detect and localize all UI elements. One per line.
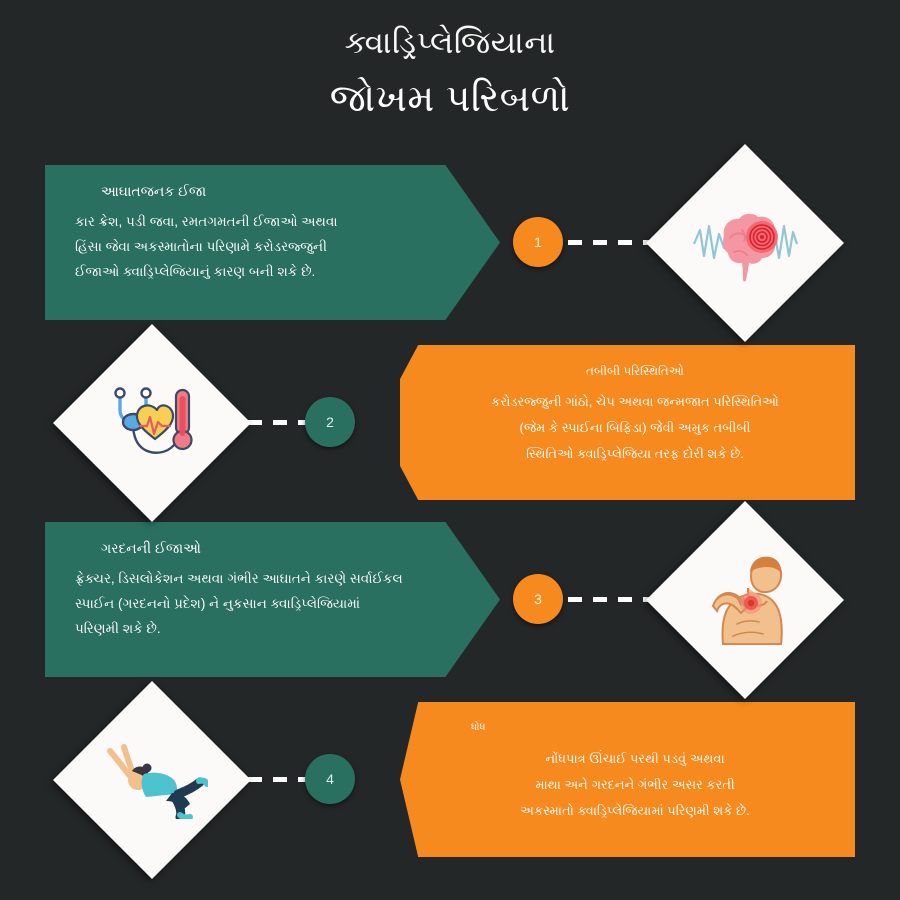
title-line-2: જોખમ પરિબળો (329, 78, 571, 120)
step-row-3: ગરદનની ઈજાઓ ફ્રેક્ચર, ડિસલોકેશન અથવા ગંભ… (0, 501, 900, 699)
step-card-2[interactable]: તબીબી પરિસ્થિતિઓ કરોડરજ્જુની ગાંઠો, ચેપ … (400, 345, 855, 500)
step-row-2: 2 તબીબી પરિસ્થિતિઓ કરોડરજ્જુની ગાંઠો, ચે… (0, 324, 900, 522)
step-card-4-body-line-3: અકસ્માતો ક્વાડ્રિપ્લેજિયામાં પરિણમી શકે … (520, 803, 750, 818)
step-card-2-body-line-1: કરોડરજ્જુની ગાંઠો, ચેપ અથવા જન્મજાત પરિસ… (491, 394, 779, 409)
step-card-3[interactable]: ગરદનની ઈજાઓ ફ્રેક્ચર, ડિસલોકેશન અથવા ગંભ… (45, 522, 500, 677)
title-line-1: ક્વાડ્રિપ્લેજિયાના (344, 25, 556, 60)
step-card-2-body: કરોડરજ્જુની ગાંઠો, ચેપ અથવા જન્મજાત પરિસ… (445, 389, 825, 467)
step-card-1-body: કાર ક્રેશ, પડી જવા, રમતગમતની ઈજાઓ અથવા હ… (75, 209, 470, 284)
step-card-3-body-line-1: ફ્રેક્ચર, ડિસલોકેશન અથવા ગંભીર આઘાતને કા… (75, 571, 403, 586)
step-card-1[interactable]: આઘાતજનક ઈજા કાર ક્રેશ, પડી જવા, રમતગમતની… (45, 165, 500, 320)
step-card-1-body-line-2: હિંસા જેવા અકસ્માતોના પરિણામે કરોડરજ્જુન… (75, 239, 327, 254)
person-falling-icon (96, 741, 208, 819)
step-icon-tile-2 (53, 324, 251, 522)
neck-pain-icon (693, 552, 797, 648)
step-card-4-heading: ધોધ (471, 722, 486, 733)
step-number-badge-1[interactable]: 1 (513, 217, 563, 267)
step-card-2-body-line-3: સ્થિતિઓ ક્વાડ્રિપ્લેજિયા તરફ દોરી શકે છે… (526, 446, 744, 461)
connector-dashed-4 (198, 777, 310, 782)
step-card-3-heading: ગરદનની ઈજાઓ (101, 540, 201, 556)
step-card-2-body-line-2: (જેમ કે સ્પાઈના બિફિડા) જેવી અમુક તબીબી (519, 420, 751, 435)
step-icon-tile-3 (646, 501, 844, 699)
connector-dashed-2 (198, 420, 310, 425)
step-card-4[interactable]: ધોધ નોંધપાત્ર ઊંચાઈ પરથી પડવું અથવા માથા… (400, 702, 855, 857)
step-card-4-body-line-1: નોંધપાત્ર ઊંચાઈ પરથી પડવું અથવા (545, 751, 725, 766)
step-card-1-body-line-3: ઈજાઓ ક્વાડ્રિપ્લેજિયાનું કારણ બની શકે છે… (75, 264, 316, 279)
brain-trauma-icon (690, 200, 800, 286)
page-title: ક્વાડ્રિપ્લેજિયાના જોખમ પરિબળો (0, 18, 900, 130)
connector-dashed-3 (568, 597, 696, 602)
step-card-1-heading: આઘાતજનક ઈજા (101, 183, 207, 199)
step-card-4-body-line-2: માથા અને ગરદનને ગંભીર અસર કરતી (535, 777, 735, 792)
step-card-4-body: નોંધપાત્ર ઊંચાઈ પરથી પડવું અથવા માથા અને… (445, 746, 825, 824)
step-card-1-body-line-1: કાર ક્રેશ, પડી જવા, રમતગમતની ઈજાઓ અથવા (75, 214, 338, 229)
step-card-3-body-line-2: સ્પાઈન (ગરદનનો પ્રદેશ) ને નુકસાન ક્વાડ્ર… (75, 596, 361, 611)
step-number-badge-2[interactable]: 2 (305, 397, 355, 447)
step-card-3-body: ફ્રેક્ચર, ડિસલોકેશન અથવા ગંભીર આઘાતને કા… (75, 566, 470, 641)
step-row-1: આઘાતજનક ઈજા કાર ક્રેશ, પડી જવા, રમતગમતની… (0, 144, 900, 342)
step-number-badge-4[interactable]: 4 (305, 754, 355, 804)
step-row-4: 4 ધોધ નોંધપાત્ર ઊંચાઈ પરથી પડવું અથવા મા… (0, 681, 900, 879)
step-icon-tile-4 (53, 681, 251, 879)
step-icon-tile-1 (646, 144, 844, 342)
step-number-badge-3[interactable]: 3 (513, 574, 563, 624)
stethoscope-heart-thermometer-icon (100, 376, 204, 470)
step-card-3-body-line-3: પરિણમી શકે છે. (75, 621, 161, 636)
step-card-2-heading: તબીબી પરિસ્થિતિઓ (586, 364, 684, 378)
connector-dashed-1 (568, 240, 696, 245)
